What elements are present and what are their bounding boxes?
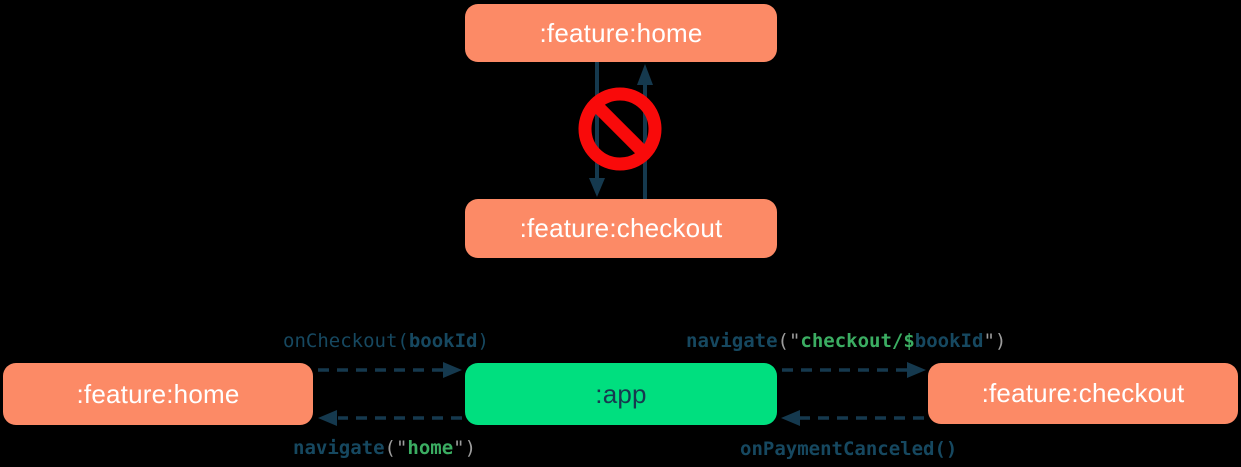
code-text: ") xyxy=(983,330,1007,352)
module-label: :feature:checkout xyxy=(519,213,723,243)
code-text: bookId xyxy=(914,330,984,352)
arrow-app-to-checkout xyxy=(782,362,926,378)
arrow-app-to-home xyxy=(318,410,462,426)
code-text: navigate xyxy=(686,330,778,352)
code-text: navigate xyxy=(293,437,385,459)
module-label: :app xyxy=(595,378,647,409)
module-label: :feature:checkout xyxy=(981,378,1185,408)
no-entry-icon xyxy=(578,87,662,171)
navigate-label-checkout: navigate("checkout/$bookId") xyxy=(686,330,1006,352)
module-box-app: :app xyxy=(465,363,777,425)
module-box-feature-home-top: :feature:home xyxy=(465,4,777,62)
arrow-checkout-to-home xyxy=(637,64,653,199)
module-box-feature-checkout-top: :feature:checkout xyxy=(465,199,777,258)
code-text: checkout/$ xyxy=(800,330,915,352)
arrow-home-to-app xyxy=(318,362,462,378)
code-text: ") xyxy=(453,437,477,459)
code-text: onCheckout( xyxy=(283,330,409,352)
code-text: ) xyxy=(477,330,489,352)
code-text: onPaymentCanceled() xyxy=(740,438,958,460)
module-box-feature-checkout-bottom: :feature:checkout xyxy=(928,363,1238,424)
arrow-home-to-checkout xyxy=(589,62,605,197)
callback-label-onpaymentcanceled: onPaymentCanceled() xyxy=(740,438,957,460)
module-box-feature-home-bottom: :feature:home xyxy=(3,363,313,425)
callback-label-oncheckout: onCheckout(bookId) xyxy=(283,330,489,352)
code-text: (" xyxy=(384,437,408,459)
module-label: :feature:home xyxy=(76,378,240,409)
module-label: :feature:home xyxy=(539,17,703,48)
code-text: home xyxy=(407,437,454,459)
code-text: (" xyxy=(777,330,801,352)
code-text: bookId xyxy=(408,330,478,352)
navigate-label-home: navigate("home") xyxy=(293,437,476,459)
arrow-checkout-to-app xyxy=(781,410,924,426)
